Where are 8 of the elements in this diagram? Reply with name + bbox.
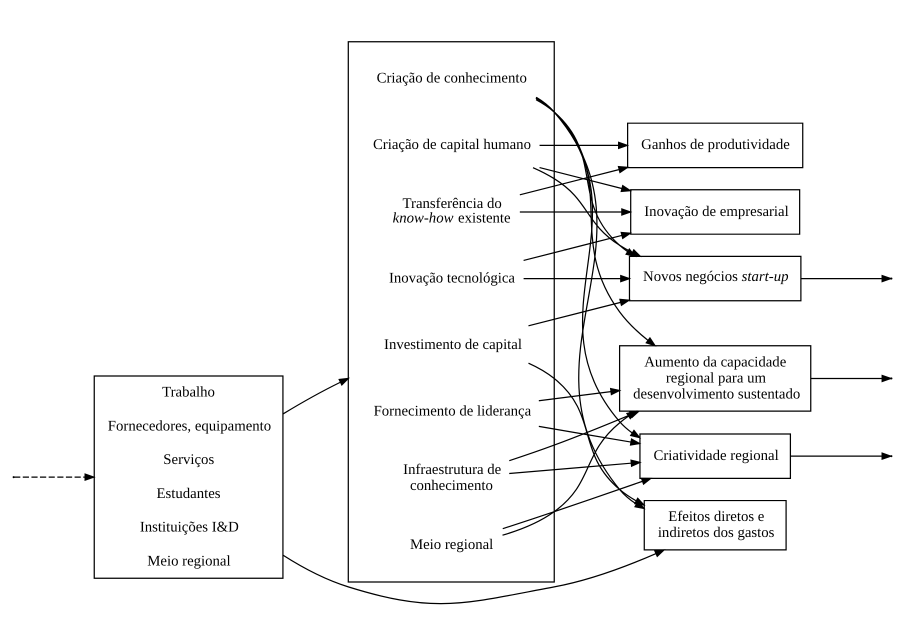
node-text: Fornecimento de liderança [374, 403, 532, 420]
node-text: Infraestrutura de conhecimento [403, 462, 502, 494]
node-text: Transferência do know-how existente [392, 195, 511, 226]
node-text: Meio regional [410, 536, 494, 552]
node-text: Criação de conhecimento [376, 70, 527, 86]
node-text: Investimento de capital [384, 336, 522, 352]
node-text: Inovação tecnológica [388, 270, 515, 286]
node-text: Criação de capital humano [372, 136, 531, 153]
